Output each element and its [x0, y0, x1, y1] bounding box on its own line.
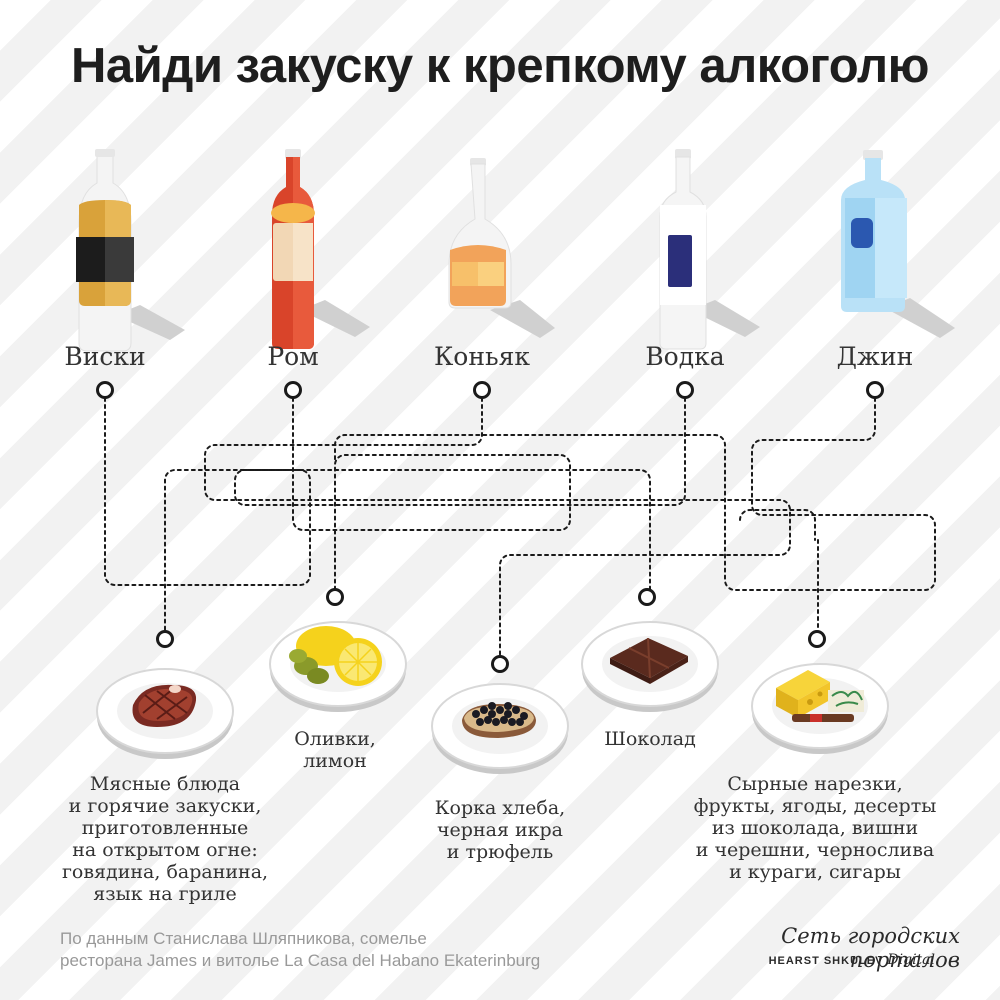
steak-icon	[96, 668, 234, 759]
food-node-bread[interactable]	[491, 655, 509, 673]
cognac-bottle-icon	[448, 158, 555, 338]
connector-gin-cheese	[334, 397, 936, 591]
food-label-chocolate: Шоколад	[604, 728, 696, 750]
caviar-bread-icon	[431, 683, 569, 774]
drink-node-whisky[interactable]	[96, 381, 114, 399]
drink-node-cognac[interactable]	[473, 381, 491, 399]
whisky-bottle-icon	[76, 149, 185, 352]
food-node-meat[interactable]	[156, 630, 174, 648]
drink-label-cognac: Коньяк	[433, 342, 531, 371]
connector-extra-loop	[739, 509, 816, 541]
food-node-chocolate[interactable]	[638, 588, 656, 606]
olives-lemon-icon	[269, 621, 407, 712]
connector-rum-olives	[292, 397, 571, 591]
rum-bottle-icon	[271, 149, 370, 349]
food-node-cheese[interactable]	[808, 630, 826, 648]
source-note: По данным Станислава Шляпникова, сомелье…	[60, 929, 541, 970]
connector-vodka-chocolate	[234, 397, 686, 591]
drink-node-gin[interactable]	[866, 381, 884, 399]
gin-bottle-icon	[841, 150, 955, 338]
food-node-olives[interactable]	[326, 588, 344, 606]
drink-node-rum[interactable]	[284, 381, 302, 399]
page-title: Найди закуску к крепкому алкоголю	[71, 39, 929, 93]
vodka-bottle-icon	[659, 149, 760, 350]
drink-node-vodka[interactable]	[676, 381, 694, 399]
cheese-cigar-icon	[751, 663, 889, 754]
drink-label-whisky: Виски	[64, 342, 146, 371]
connector-whisky-meat	[104, 397, 311, 631]
drink-label-rum: Ром	[267, 342, 319, 371]
logo-script: Сеть городских порталов	[781, 924, 960, 972]
food-label-olives: Оливки,лимон	[294, 728, 376, 772]
connector-cognac-bread	[204, 397, 791, 656]
drink-label-vodka: Водка	[645, 342, 725, 371]
chocolate-icon	[581, 621, 719, 712]
drink-label-gin: Джин	[836, 342, 914, 371]
